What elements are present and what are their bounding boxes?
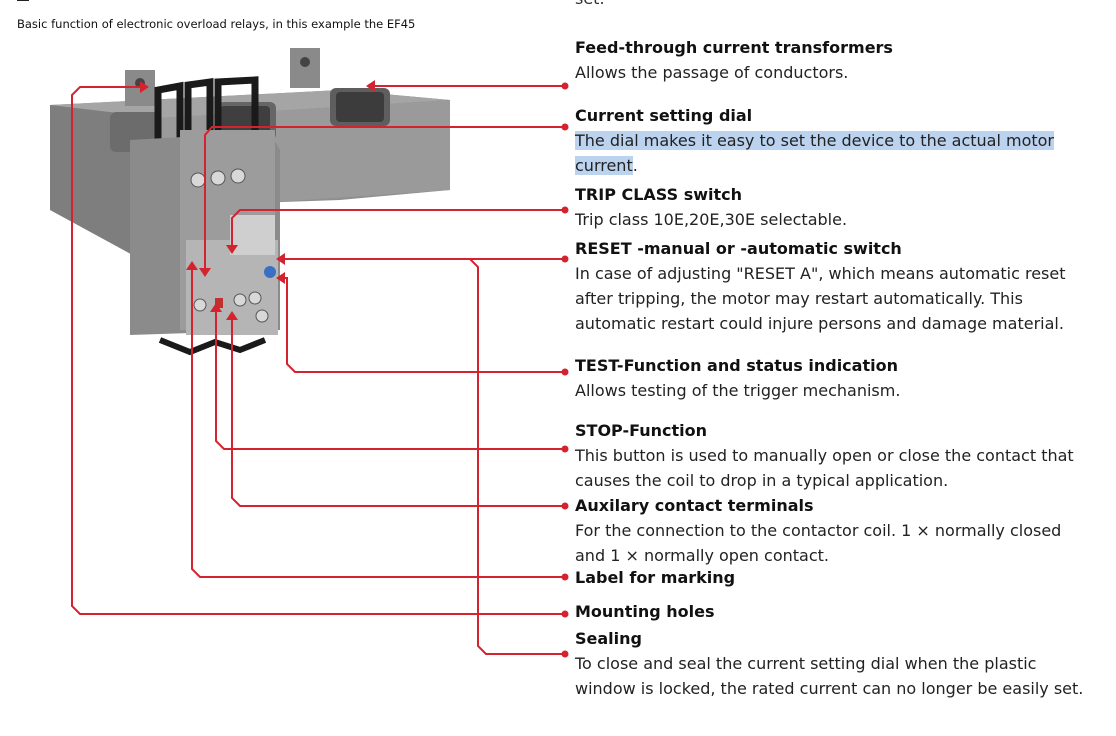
callout-feed-through: Feed-through current transformers Allows… (575, 35, 1095, 85)
callout-current-dial: Current setting dial The dial makes it e… (575, 103, 1095, 178)
callout-description: In case of adjusting "RESET A", which me… (575, 264, 1066, 333)
callout-title: Sealing (575, 629, 642, 648)
callout-description: The dial makes it easy to set the device… (575, 128, 1095, 178)
callout-title: TRIP CLASS switch (575, 185, 743, 204)
callout-title: Feed-through current transformers (575, 38, 893, 57)
callout-description: To close and seal the current setting di… (575, 654, 1084, 698)
overload-relay-photo (50, 48, 450, 356)
callout-title: TEST-Function and status indication (575, 356, 898, 375)
callout-sealing: Sealing To close and seal the current se… (575, 626, 1095, 701)
callout-label: Label for marking (575, 565, 1095, 590)
callout-mounting-holes: Mounting holes (575, 599, 1095, 624)
callout-stop: STOP-Function This button is used to man… (575, 418, 1095, 493)
callout-test: TEST-Function and status indication Allo… (575, 353, 1095, 403)
figure-caption: Basic function of electronic overload re… (17, 17, 416, 31)
callout-description: Trip class 10E,20E,30E selectable. (575, 210, 848, 229)
callout-aux-terminals: Auxilary contact terminals For the conne… (575, 493, 1095, 568)
previous-text-fragment: set. (575, 0, 605, 8)
top-divider (17, 0, 29, 1)
callout-description-tail: . (632, 156, 638, 175)
callout-title: Label for marking (575, 568, 736, 587)
callout-description: This button is used to manually open or … (575, 446, 1074, 490)
callout-trip-class: TRIP CLASS switch Trip class 10E,20E,30E… (575, 182, 1095, 232)
callout-title: STOP-Function (575, 421, 708, 440)
callout-reset: RESET -manual or -automatic switch In ca… (575, 236, 1095, 336)
callout-description: Allows the passage of conductors. (575, 63, 849, 82)
callout-title: Auxilary contact terminals (575, 496, 814, 515)
callout-title: RESET -manual or -automatic switch (575, 239, 902, 258)
callout-description: For the connection to the contactor coil… (575, 521, 1062, 565)
callout-title: Mounting holes (575, 602, 715, 621)
selected-text[interactable]: The dial makes it easy to set the device… (575, 131, 1055, 175)
callout-title: Current setting dial (575, 106, 753, 125)
callout-description: Allows testing of the trigger mechanism. (575, 381, 901, 400)
